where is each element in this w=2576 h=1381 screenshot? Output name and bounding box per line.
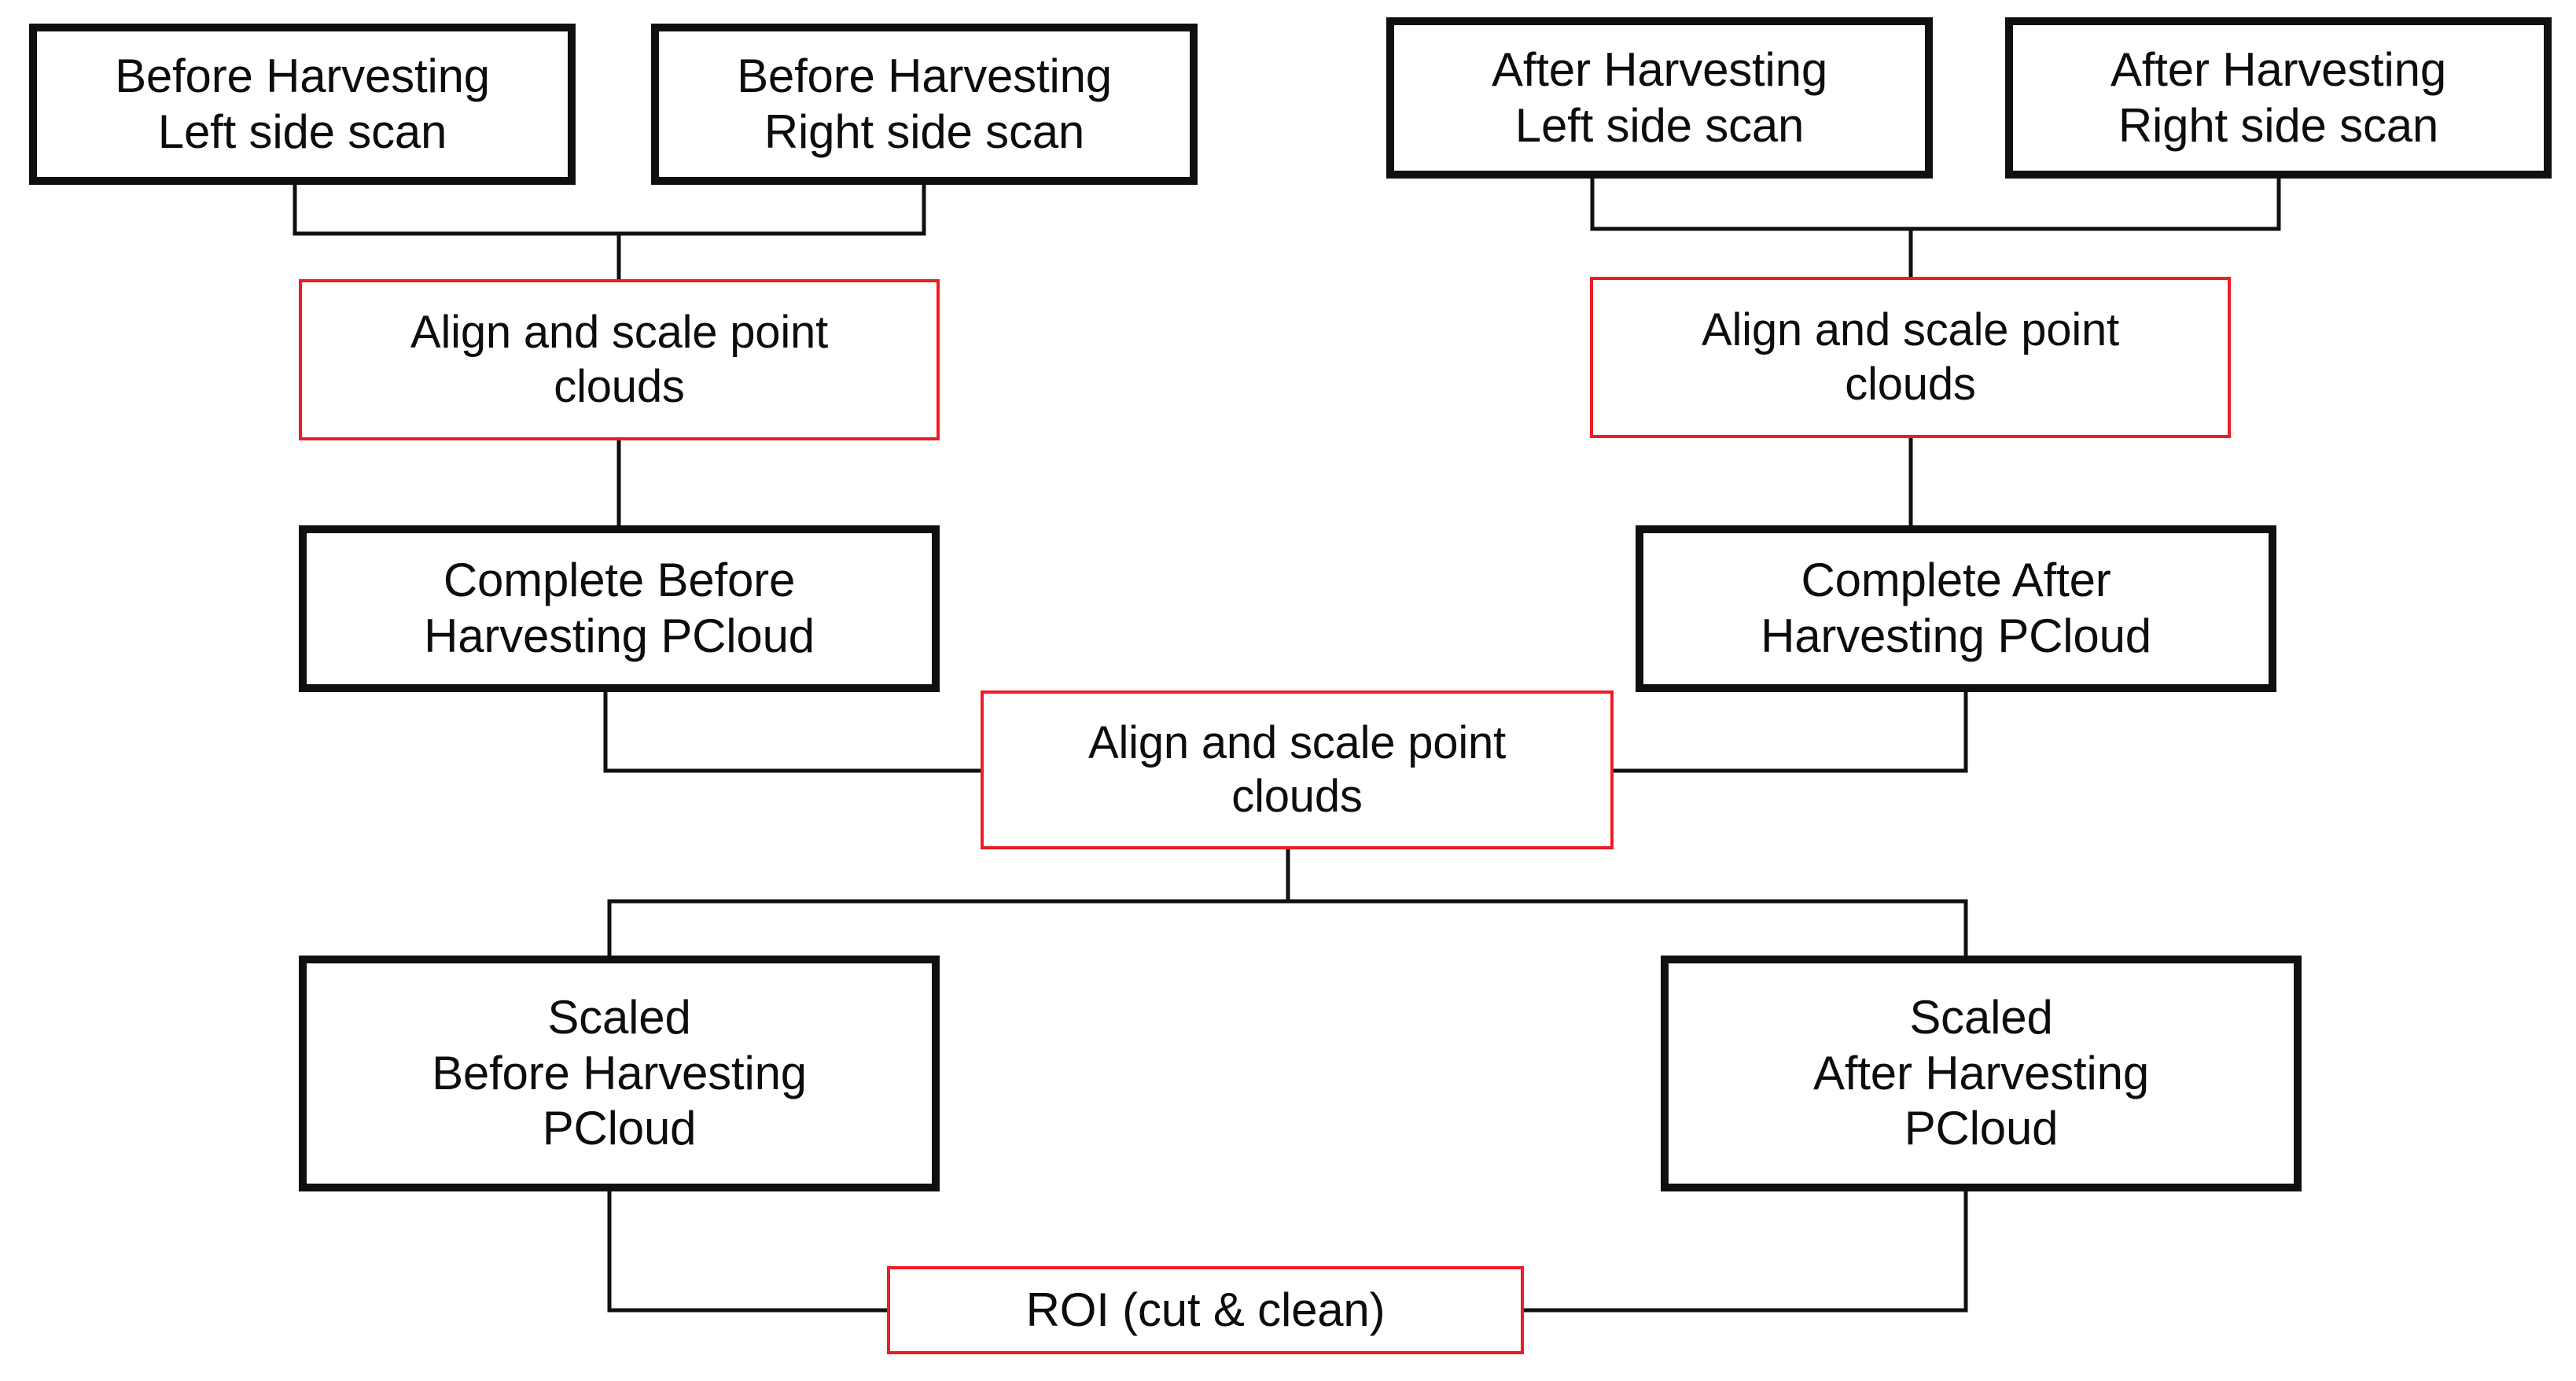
complete-before-harvesting-pcloud-box-label: Complete Before Harvesting PCloud xyxy=(424,554,815,662)
align-scale-after-process-box[interactable]: Align and scale point clouds xyxy=(1590,277,2231,438)
align-scale-after-process-box-label: Align and scale point clouds xyxy=(1701,304,2120,410)
align-scale-before-process-box[interactable]: Align and scale point clouds xyxy=(299,279,940,440)
align-scale-combined-process-box[interactable]: Align and scale point clouds xyxy=(981,690,1614,849)
after-harvesting-right-scan-box-label: After Harvesting Right side scan xyxy=(2110,42,2446,152)
scaled-before-harvesting-pcloud-box-label: Scaled Before Harvesting PCloud xyxy=(432,990,807,1155)
before-harvesting-left-scan-box-label: Before Harvesting Left side scan xyxy=(115,49,490,158)
connector-scaled-junction-to-scaled-before xyxy=(607,899,1288,956)
after-harvesting-right-scan-box[interactable]: After Harvesting Right side scan xyxy=(2005,17,2552,179)
after-harvesting-left-scan-box-label: After Harvesting Left side scan xyxy=(1492,42,1827,152)
align-scale-combined-process-box-label: Align and scale point clouds xyxy=(1087,716,1507,822)
connector-scaled-junction-to-scaled-after xyxy=(1288,899,1968,956)
connector-complete-before-to-align-both xyxy=(603,692,981,773)
before-harvesting-left-scan-box[interactable]: Before Harvesting Left side scan xyxy=(29,24,576,185)
roi-cut-clean-process-box[interactable]: ROI (cut & clean) xyxy=(887,1266,1524,1354)
before-harvesting-right-scan-box-label: Before Harvesting Right side scan xyxy=(737,49,1112,158)
connector-complete-after-to-align-both xyxy=(1614,692,1968,773)
connector-before-right-scan-to-align-before xyxy=(619,185,926,236)
align-scale-before-process-box-label: Align and scale point clouds xyxy=(410,307,829,412)
scaled-after-harvesting-pcloud-box-label: Scaled After Harvesting PCloud xyxy=(1813,990,2149,1155)
complete-after-harvesting-pcloud-box[interactable]: Complete After Harvesting PCloud xyxy=(1636,525,2276,692)
connector-after-right-scan-to-align-after xyxy=(1911,179,2281,231)
complete-before-harvesting-pcloud-box[interactable]: Complete Before Harvesting PCloud xyxy=(299,525,940,692)
connector-before-left-scan-to-align-before xyxy=(293,185,619,236)
scaled-before-harvesting-pcloud-box[interactable]: Scaled Before Harvesting PCloud xyxy=(299,956,940,1191)
complete-after-harvesting-pcloud-box-label: Complete After Harvesting PCloud xyxy=(1761,554,2151,662)
before-harvesting-right-scan-box[interactable]: Before Harvesting Right side scan xyxy=(651,24,1198,185)
after-harvesting-left-scan-box[interactable]: After Harvesting Left side scan xyxy=(1386,17,1933,179)
scaled-after-harvesting-pcloud-box[interactable]: Scaled After Harvesting PCloud xyxy=(1661,956,2302,1191)
roi-cut-clean-process-box-label: ROI (cut & clean) xyxy=(1025,1283,1386,1336)
connector-after-left-scan-to-align-after xyxy=(1590,179,1911,231)
connector-scaled-before-to-roi xyxy=(607,1191,887,1313)
connector-scaled-after-to-roi xyxy=(1524,1191,1968,1313)
